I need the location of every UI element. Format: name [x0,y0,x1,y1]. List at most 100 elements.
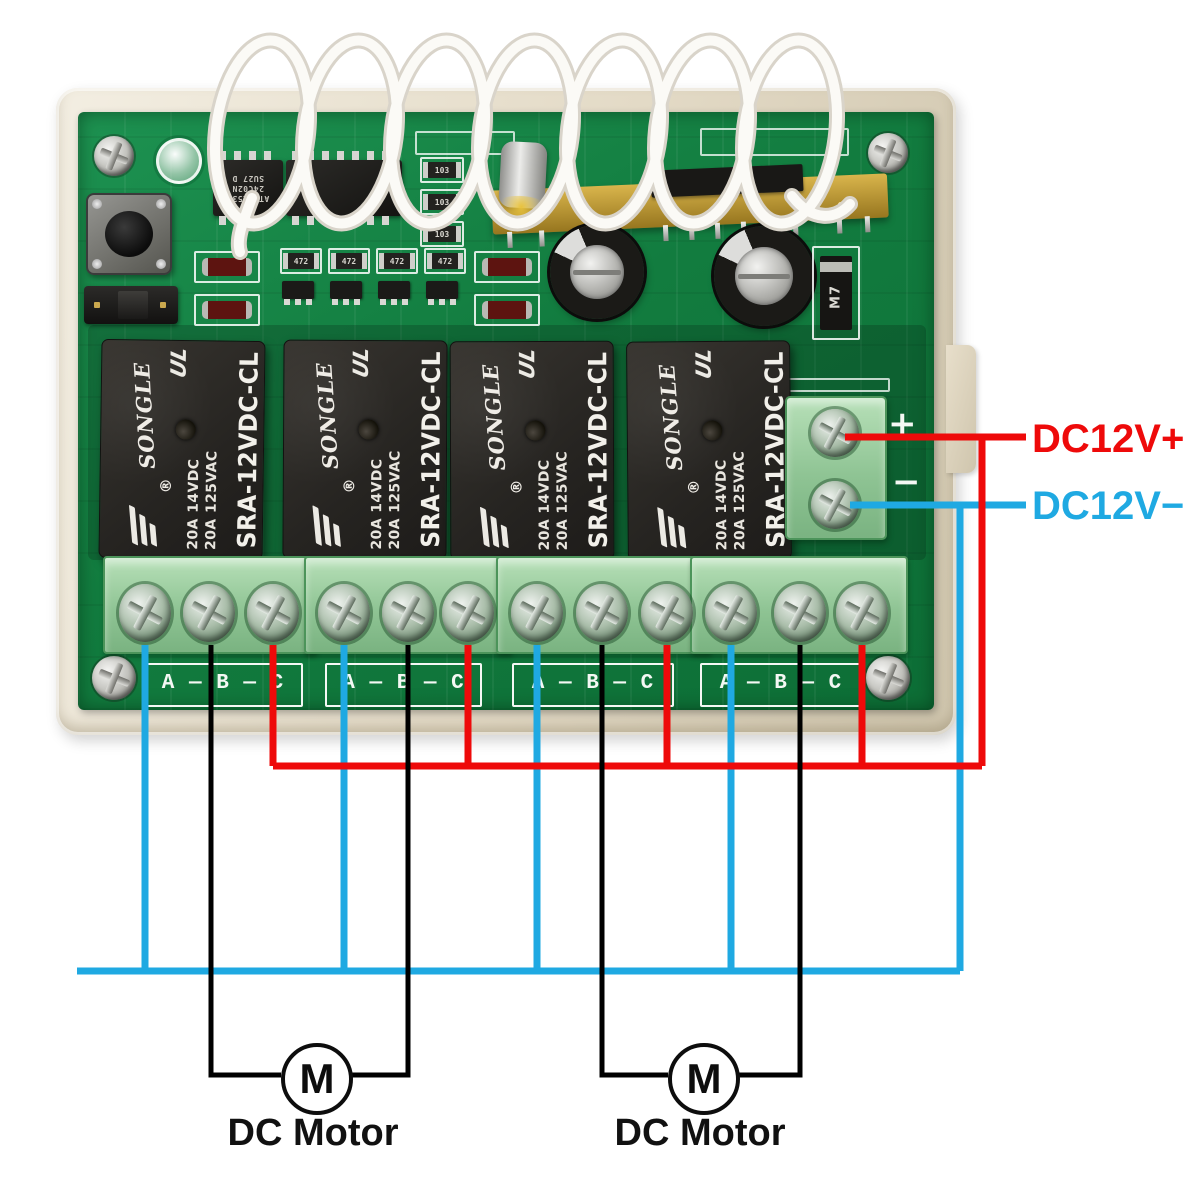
transistor [378,281,410,305]
motor-symbol-2: M [668,1043,740,1115]
motor-label-1: DC Motor [227,1112,399,1154]
diode-marking: M7 [828,284,844,309]
pcb-screw-top-right [868,133,908,173]
smd-resistor: 103 [420,157,464,183]
relay-rivet [175,419,196,440]
motor-label-2: DC Motor [614,1112,786,1154]
relay-ratings: 20A 14VDC 20A 125VAC [368,450,405,550]
relay-brand: SONGLE [311,361,344,470]
smd-resistor: 103 [420,221,464,247]
dc12v-plus-label: DC12V+ [1032,417,1184,461]
relay-rating-dc: 20A 14VDC [536,459,553,551]
relay-3: ® SONGLE UL 20A 14VDC 20A 125VAC SRA-12V… [449,340,615,561]
decoder-chip [286,151,402,225]
smd-code: 472 [341,256,357,266]
smd-resistor: 472 [376,248,418,274]
silkscreen-box [786,378,890,392]
eeprom-marking: ATMEL533 24C02N SU27 D [213,160,283,216]
smd-code: 103 [434,165,450,175]
smd-resistor: 472 [328,248,370,274]
relay-model: SRA-12VDC-CL [232,351,264,549]
terminal-screw-1a [119,584,171,642]
ul-recognized-icon: UL [166,344,191,381]
relay-2: ® SONGLE UL 20A 14VDC 20A 125VAC SRA-12V… [282,339,448,560]
relay-rivet [358,419,379,440]
smd-code: 103 [434,197,450,207]
smd-diode: M7 [812,246,860,340]
dc12v-minus-label: DC12V− [1032,484,1184,528]
electrolytic-capacitor [550,225,644,319]
electrolytic-capacitor [714,226,814,326]
melf-resistor [194,251,260,283]
relay-ratings: 20A 14VDC 20A 125VAC [536,451,572,551]
relay-rating-dc: 20A 14VDC [713,459,731,551]
gnd-marking: GND [836,200,859,213]
smd-resistor: 472 [280,248,322,274]
terminal-screw-4a [705,584,757,642]
minus-marking: − [892,462,921,502]
silkscreen-box [415,131,515,155]
relay-brand: SONGLE [654,362,688,472]
pcb-screw-top-left [94,136,134,176]
transistor [330,281,362,305]
smd-code: 472 [437,256,453,266]
terminal-screw-3b [576,584,628,642]
crystal-oscillator [498,140,548,210]
ul-recognized-icon: UL [348,344,374,381]
pcb-screw-bottom-left [92,656,136,700]
pcb-screw-bottom-right [866,656,910,700]
relay-4: ® SONGLE UL 20A 14VDC 20A 125VAC SRA-12V… [626,340,792,561]
relay-ratings: 20A 14VDC 20A 125VAC [713,451,750,551]
relay-rating-dc: 20A 14VDC [185,458,203,550]
smd-code: 103 [434,229,450,239]
melf-resistor [474,294,540,326]
terminal-labels-group2: A — B — C [325,663,482,707]
relay-1: ® SONGLE UL 20A 14VDC 20A 125VAC SRA-12V… [98,338,266,561]
terminal-labels-group4: A — B — C [700,663,862,707]
registered-mark: ® [684,479,703,495]
registered-mark: ® [156,478,176,494]
silkscreen-box [700,128,849,156]
terminal-labels-group1: A — B — C [143,663,303,707]
terminal-screw-1b [183,584,235,642]
relay-model: SRA-12VDC-CL [415,350,447,548]
eeprom-line2: 24C02N [232,184,264,193]
smd-code: 472 [389,256,405,266]
smd-resistor: 103 [420,189,464,215]
terminal-screw-2c [442,584,494,642]
power-screw-positive [811,409,859,457]
terminal-screw-4b [774,584,826,642]
power-screw-negative [811,481,859,529]
eeprom-line1: ATMEL533 [226,194,270,203]
melf-resistor [194,294,260,326]
transistor [426,281,458,305]
motor-symbol-1: M [281,1043,353,1115]
terminal-screw-1c [247,584,299,642]
relay-rivet [525,420,546,441]
smd-resistor: 472 [424,248,466,274]
relay-ratings: 20A 14VDC 20A 125VAC [184,450,221,550]
plus-marking: + [888,404,917,444]
eeprom-line3: SU27 D [232,174,264,183]
relay-brand: SONGLE [477,362,511,472]
terminal-labels-group3: A — B — C [512,663,674,707]
transistor [282,281,314,305]
smd-code: 472 [293,256,309,266]
jumper-header [84,286,178,324]
songle-stripes-logo [128,504,162,558]
terminal-screw-4c [836,584,888,642]
relay-rating-dc: 20A 14VDC [368,458,386,550]
relay-rivet [702,420,723,441]
terminal-screw-2b [382,584,434,642]
terminal-screw-3a [511,584,563,642]
relay-rating-ac: 20A 125VAC [731,450,749,551]
relay-brand: SONGLE [128,360,160,470]
case-side-tab [946,345,976,473]
registered-mark: ® [340,478,359,494]
rf-ic [650,164,804,198]
eeprom-chip: ATMEL533 24C02N SU27 D [213,151,283,225]
songle-stripes-logo [657,506,691,559]
registered-mark: ® [507,479,526,495]
ul-recognized-icon: UL [515,345,540,382]
